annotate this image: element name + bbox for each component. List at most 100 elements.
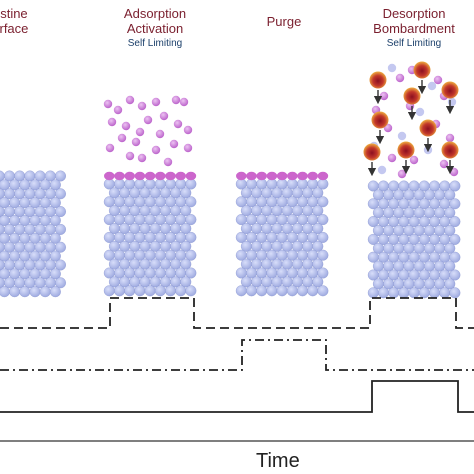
precursor-molecule [103, 99, 113, 109]
desorbed-molecule [387, 153, 397, 163]
precursor-molecule [125, 95, 135, 105]
substrate-atom [180, 205, 192, 217]
desorption-substrate [367, 180, 461, 299]
substrate-atom [49, 215, 61, 226]
desorbed-molecule [379, 91, 389, 101]
pristine-title-line-1: Pristine [0, 6, 28, 21]
substrate-atom [444, 189, 456, 201]
adsorbed-atom [297, 171, 308, 181]
substrate-atom [449, 180, 461, 192]
adsorption-pulse-trace [0, 297, 474, 329]
desorbed-molecule [415, 107, 425, 117]
substrate-atom [408, 287, 420, 299]
ion [363, 143, 381, 177]
purge-substrate [235, 178, 329, 297]
purge-substrate-adsorbed-layer [236, 171, 329, 181]
precursor-molecule [183, 125, 193, 135]
substrate-atom [378, 287, 389, 299]
substrate-atom [114, 285, 125, 297]
ion-sphere [419, 119, 437, 137]
precursor-molecule [143, 115, 153, 125]
adsorbed-atom [266, 171, 278, 181]
substrate-atom [266, 285, 278, 297]
substrate-atom [444, 260, 456, 272]
substrate-atom [55, 241, 66, 253]
adsorption-substrate [103, 178, 197, 297]
substrate-atom [49, 179, 61, 191]
adsorbed-atom [175, 171, 186, 181]
precursor-molecule [105, 143, 115, 153]
precursor-molecule [125, 151, 135, 161]
substrate-atom [39, 286, 51, 298]
adsorbed-atom [124, 171, 135, 181]
adsorbed-atom [155, 171, 166, 181]
substrate-atom [49, 250, 61, 262]
ion-sphere [369, 71, 387, 89]
desorbed-molecule [439, 159, 449, 169]
substrate-atom [444, 225, 456, 236]
desorption-title: Desorption Bombardment [364, 6, 464, 36]
ion [419, 119, 437, 153]
substrate-atom [312, 276, 324, 288]
precursor-molecule [183, 143, 193, 153]
desorption-title-line-2: Bombardment [373, 21, 455, 36]
substrate-atom [388, 287, 400, 299]
adsorbed-atom [144, 171, 156, 181]
substrate-atom [317, 267, 329, 279]
substrate-atom [55, 170, 66, 182]
substrate-atom [185, 214, 197, 226]
adsorbed-atom [114, 171, 125, 181]
substrate-atom [317, 285, 329, 297]
desorption-subtitle: Self Limiting [386, 38, 442, 49]
substrate-atom [0, 286, 10, 298]
substrate-atom [180, 258, 192, 270]
substrate-atom [144, 285, 156, 297]
ion [441, 81, 459, 115]
desorbed-molecule [447, 97, 457, 107]
adsorbed-atom [236, 171, 247, 181]
desorbed-molecule [387, 63, 397, 73]
substrate-atom [29, 286, 41, 298]
adsorbed-atom [256, 171, 268, 181]
substrate-atom [256, 285, 268, 297]
substrate-atom [449, 287, 461, 299]
desorbed-molecule [445, 133, 455, 143]
substrate-atom [49, 268, 61, 280]
substrate-atom [312, 240, 324, 252]
precursor-molecule [121, 121, 131, 131]
substrate-atom [297, 285, 308, 297]
ion [441, 141, 459, 175]
substrate-atom [307, 285, 319, 297]
substrate-atom [444, 278, 456, 290]
pristine-title: Pristine Surface [0, 6, 46, 36]
ion [413, 61, 431, 95]
substrate-atom [312, 187, 324, 199]
substrate-atom [124, 285, 136, 297]
substrate-atom [49, 286, 61, 298]
ion [369, 71, 387, 105]
substrate-atom [398, 287, 410, 299]
ion-sphere [371, 111, 389, 129]
adsorbed-atom [307, 171, 319, 181]
ion [397, 141, 415, 175]
substrate-atom [165, 285, 176, 297]
precursor-molecule [173, 119, 183, 129]
substrate-atom [276, 285, 288, 297]
adsorbed-atom [185, 171, 197, 181]
precursor-gas [103, 95, 193, 167]
substrate-atom [449, 251, 461, 263]
adsorbed-atom [134, 171, 146, 181]
adsorbed-atom [276, 171, 288, 181]
substrate-atom [175, 285, 187, 297]
substrate-atom [19, 286, 31, 298]
substrate-atom [439, 287, 451, 299]
ion-sphere [441, 81, 459, 99]
precursor-molecule [179, 97, 189, 107]
adsorption-subtitle: Self Limiting [127, 38, 183, 49]
substrate-atom [444, 207, 456, 219]
time-axis-label: Time [256, 450, 300, 472]
ion-sphere [413, 61, 431, 79]
substrate-atom [180, 223, 192, 234]
substrate-atom [418, 287, 430, 299]
substrate-atom [185, 231, 197, 243]
